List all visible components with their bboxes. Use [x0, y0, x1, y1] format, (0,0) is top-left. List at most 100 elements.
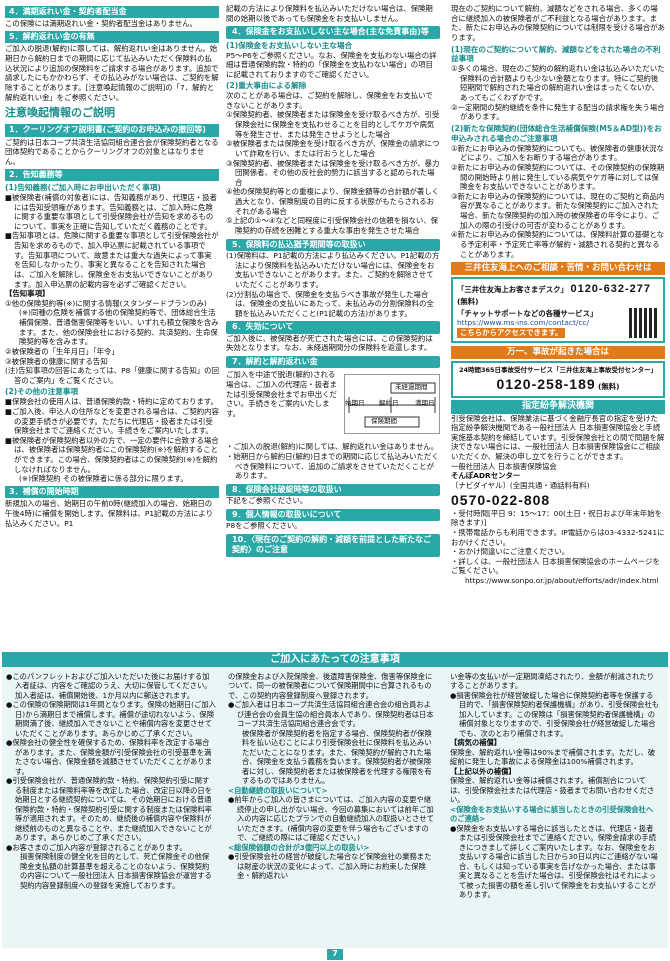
qr-code-icon[interactable] [629, 308, 659, 339]
list-item: (※)保険契約 その被保険者に係る部分に限ります。 [19, 474, 188, 484]
paragraph: 下記をご参照ください。 [226, 496, 308, 506]
list-item: ②被保険者または保険金を受け取るべき方が、保険金の請求について詐欺を行い、または… [226, 139, 440, 158]
paragraph: ご契約は日本コープ共済生活協同組合連合会が保険契約者となる団体契約であることから… [5, 137, 219, 167]
list-item: ⑤上記の①～④などと同程度に引受保険会社の信頼を損ない、保険契約の存続を困難とす… [226, 216, 439, 235]
list-item: ●前年からご加入の皆さまについては、ご加入内容の変更や継続停止の申し出がない場合… [228, 795, 435, 843]
list-item: 保険金、解約返れい金等は補償されます。補償割合については、引受保険会社または代理… [450, 776, 655, 805]
chat-url[interactable]: https://www.ms-ins.com/contact/cc/ [457, 318, 589, 328]
notes-column-3: い金等の支払いが一定期間凍結されたり、金額が削減されたりすることがあります。 ●… [450, 672, 660, 900]
subheading: <自動継続の取扱いについて> [228, 785, 328, 795]
list-item: ●保険金をお支払いする場合に該当したときは、代理店・扱者または引受保険会社までご… [450, 823, 658, 900]
notes-title: ご加入にあたっての注意事項 [2, 652, 668, 667]
subheading: (1)保険金をお支払いしない主な場合 [226, 40, 353, 50]
dispute-navi: 〔ナビダイヤル〕(全国共通・通話料有料) [451, 480, 590, 490]
list-item: ■被保険者(補償の対象者)には、告知義務があり、代理店・扱者には告知受領権があり… [5, 192, 218, 231]
list-item: ■告知事項とは、危険に関する重要な事項として引受保険会社が告知を求めるもので、加… [5, 231, 219, 289]
contact-name: 「三井住友海上お客さまデスク」 [457, 285, 568, 295]
dispute-url[interactable]: https://www.sonpo.or.jp/about/efforts/ad… [465, 576, 659, 586]
list-item: の保険金および入院保険金、後遺障害保険金、傷害等保険金について、同一の被保険者に… [228, 672, 433, 700]
list-item: ②被保険者の「生年月日」「年令」 [5, 346, 119, 356]
dispute-heading: 指定紛争解決機関 [451, 399, 665, 414]
section-heading: 9．個人情報の取扱いについて [226, 508, 440, 522]
section-heading: 5．解約返れい金の有無 [5, 31, 219, 44]
label-cancel: 解約日 [379, 399, 399, 408]
section-heading: 3．補償の開始時期 [5, 485, 219, 499]
list-item: い金等の支払いが一定期間凍結されたり、金額が削減されたりすることがあります。 [450, 672, 655, 691]
paragraph: ご加入後に、被保険者が死亡された場合には、この保険契約は失効となります。なお、未… [226, 333, 433, 353]
section-heading: 10．〈現在のご契約の解約・減額を前提とした新たなご契約〉のご注意 [226, 533, 440, 557]
dispute-phone[interactable]: 0570-022-808 [451, 491, 551, 508]
list-item: (2)分割払の場合で、保険金を支払うべき事故が発生した場合は、保険金の支払いにあ… [226, 289, 434, 318]
list-item: ・ご加入の脱退(解約)に関しては、解約返れい金はありません。 [226, 442, 439, 452]
chat-access-link[interactable]: こちらからアクセスできます。 [457, 327, 566, 338]
paragraph: 記載の方法により保険料を払込みいただけない場合は、保険期間の始期以後であっても保… [226, 4, 433, 23]
subheading: <総保険価額の合計が3億円以上の取扱い> [228, 842, 370, 852]
subheading: (1)現在のご契約について解約、減額などをされた場合の不利益事項 [451, 44, 661, 64]
list-item: ①他の保険契約等(※)に関する情報(スタンダードプランのみ) [5, 298, 207, 308]
list-item: ●引受保険会社の経営が破綻した場合など保険会社の業務または財産の状況の変化によっ… [228, 852, 432, 881]
paragraph: 新規加入の場合、始期日の午前0時(継続加入の場合、始期日の午後4時)に補償を開始… [5, 499, 214, 528]
paragraph: ご加入の脱退(解約)に際しては、解約返れい金はありません。始期日から解約日までの… [5, 44, 219, 102]
chat-title: 「チャットサポートなどの各種サービス」 [457, 308, 598, 318]
timeline-diagram: 未経過期間 始期日 解約日 満期日 保険期間 [344, 374, 440, 435]
paragraph: 現在のご契約について解約、減額などをされる場合、多くの場合に継続加入の被保険者が… [451, 4, 665, 42]
section-heading: 4．満期返れい金・契約者配当金 [5, 6, 219, 19]
dispute-center: そんぽADRセンター [451, 471, 521, 481]
column-left: 4．満期返れい金・契約者配当金 この保険には満期返れい金・契約者配当金はありませ… [5, 4, 219, 528]
list-item: ・受付時間[平日 9：15～17：00(土日・祝日および年末年始を除きます)] [451, 508, 663, 528]
label-end: 満期日 [415, 399, 435, 408]
section-heading: 7．解約と解約返れい金 [226, 356, 440, 369]
list-item: ■被保険者が保険契約者以外の方で、一定の要件に合致する場合は、被保険者は保険契約… [5, 435, 219, 474]
cancellation-figure: ご加入を中途で脱退(解約)される場合は、ご加入の代理店・扱者または引受保険会社ま… [226, 370, 440, 440]
page-number: 7 [327, 949, 343, 960]
accident-phone[interactable]: 0120-258-189 [496, 375, 596, 392]
list-item: ●この保険の保険期間は1年間となります。保険の始期日(ご加入日)から満期日まで補… [6, 700, 216, 738]
list-item: 被保険者が保険契約者を指定する場合、保険契約者が保険料を払い込むことにより引受保… [242, 728, 432, 786]
subheading: (1)告知義務(ご加入時にお申出いただく事項) [5, 183, 161, 193]
list-item: ■ご加入後、申込人の住所などを変更される場合は、ご契約内容の変更手続きが必要です… [5, 406, 219, 436]
list-item: ④新たにお申込みの保険契約については、保険料計算の基礎となる予定利率・予定死亡率… [451, 230, 664, 259]
paragraph: P8をご参照ください。 [226, 521, 302, 531]
accident-heading: 万一、事故が起きた場合は [451, 346, 665, 360]
list-item: ・詳しくは、一般社団法人 日本損害保険協会のホームページをご覧ください。 [451, 556, 660, 576]
section-heading: 8．保険会社破綻時等の取扱い [226, 483, 440, 497]
contact-phone[interactable]: 0120-632-277 [570, 283, 651, 296]
list-item: ●引受保険会社が、普通保険約款・特約、保険契約引受に関する制度または保険料率等を… [6, 776, 213, 843]
list-item: ・おかけ間違いにご注意ください。 [451, 547, 570, 557]
paragraph: 引受保険会社は、保険業法に基づく金融庁長官の指定を受けた指定紛争解決機関である一… [451, 413, 665, 462]
contact-phone-note: (無料) [457, 296, 479, 306]
list-item: ④他の保険契約等との重複により、保険金額等の合計額が著しく過大となり、保険制度の… [226, 187, 440, 216]
list-item: 保険金、解約返れい金等は90%まで補償されます。ただし、破綻前に発生した事故によ… [450, 747, 656, 767]
list-item: ②新たにお申込みの保険契約については、その保険契約の保険期間の開始時より前に発生… [451, 162, 665, 192]
section-heading: 2．告知義務等 [5, 168, 219, 182]
list-item: ●このパンフレットおよびご加入いただいた後にお届けする加入者証は、内容をご確認の… [6, 672, 212, 700]
section-heading: 5．保険料の払込猶予期間等の取扱い [226, 238, 440, 251]
accident-box: 24時間365日事故受付サービス「三井住友海上事故受付センター」 0120-25… [451, 361, 665, 398]
list-item: ①多くの場合、現在のご契約の解約返れい金は払込みいただいた保険料の合計額よりも少… [451, 64, 665, 103]
paragraph: 次のことがある場合は、ご契約を解除し、保険金をお支払いできないことがあります。 [226, 91, 433, 110]
accident-desk: 24時間365日事故受付サービス「三井住友海上事故受付センター」 [458, 366, 658, 375]
subheading: <保険金をお支払いする場合に該当したときの引受保険会社へのご連絡> [450, 804, 654, 824]
paragraph: この保険には満期返れい金・契約者配当金はありません。 [5, 19, 197, 29]
list-item: ・始期日から解約日(解約)日までの期間に応じて払込みいただくべき保険料について、… [226, 452, 439, 481]
contact-box: 「三井住友海上お客さまデスク」 0120-632-277 (無料) 「チャットサ… [451, 277, 665, 344]
list-item: ①新たにお申込みの保険契約についても、被保険者の健康状況などにより、ご加入をお断… [451, 143, 664, 163]
notes-column-1: ●このパンフレットおよびご加入いただいた後にお届けする加入者証は、内容をご確認の… [6, 672, 216, 890]
label-period: 保険期間 [371, 417, 397, 426]
list-item: ③新たにお申込みの保険契約については、現在のご契約と商品内容が異なることがありま… [451, 191, 665, 230]
label-unexpired: 未経過期間 [395, 383, 428, 392]
list-item: ①保険契約者、被保険者または保険金を受け取るべき方が、引受保険会社に保険金を支払… [226, 110, 440, 139]
column-middle: 記載の方法により保険料を払込みいただけない場合は、保険期間の始期以後であっても保… [226, 4, 440, 557]
accident-phone-note: (無料) [598, 381, 620, 391]
list-item: ●お客さまのご加入内容が登録されることがあります。 [6, 842, 187, 852]
list-item: ③保険契約者、被保険者または保険金を受け取るべき方が、暴力団関係者、その他の反社… [226, 158, 440, 187]
list-item: 損害保険制度の健全化を目的として、死亡保険金その他保険金支払額の計算基準を超える… [20, 852, 212, 890]
section-heading: 1．クーリングオフ説明書(ご契約のお申込みの撤回等) [5, 124, 219, 137]
label-start: 始期日 [345, 399, 365, 408]
list-item: ●損害保険会社が経営破綻した場合に保険契約者等を保護する目的で、「損害保険契約者… [450, 690, 660, 738]
list-item: ③被保険者の健康に関する告知 [5, 356, 108, 366]
section-heading: 4．保険金をお支払いしない主な場合(主な免責事由)等 [226, 26, 440, 39]
paragraph: ご加入を中途で脱退(解約)される場合は、ご加入の代理店・扱者または引受保険会社ま… [226, 370, 337, 418]
list-item: (1)保険料は、P1記載の方法により払込みください。P1記載の方法により保険料を… [226, 251, 440, 289]
